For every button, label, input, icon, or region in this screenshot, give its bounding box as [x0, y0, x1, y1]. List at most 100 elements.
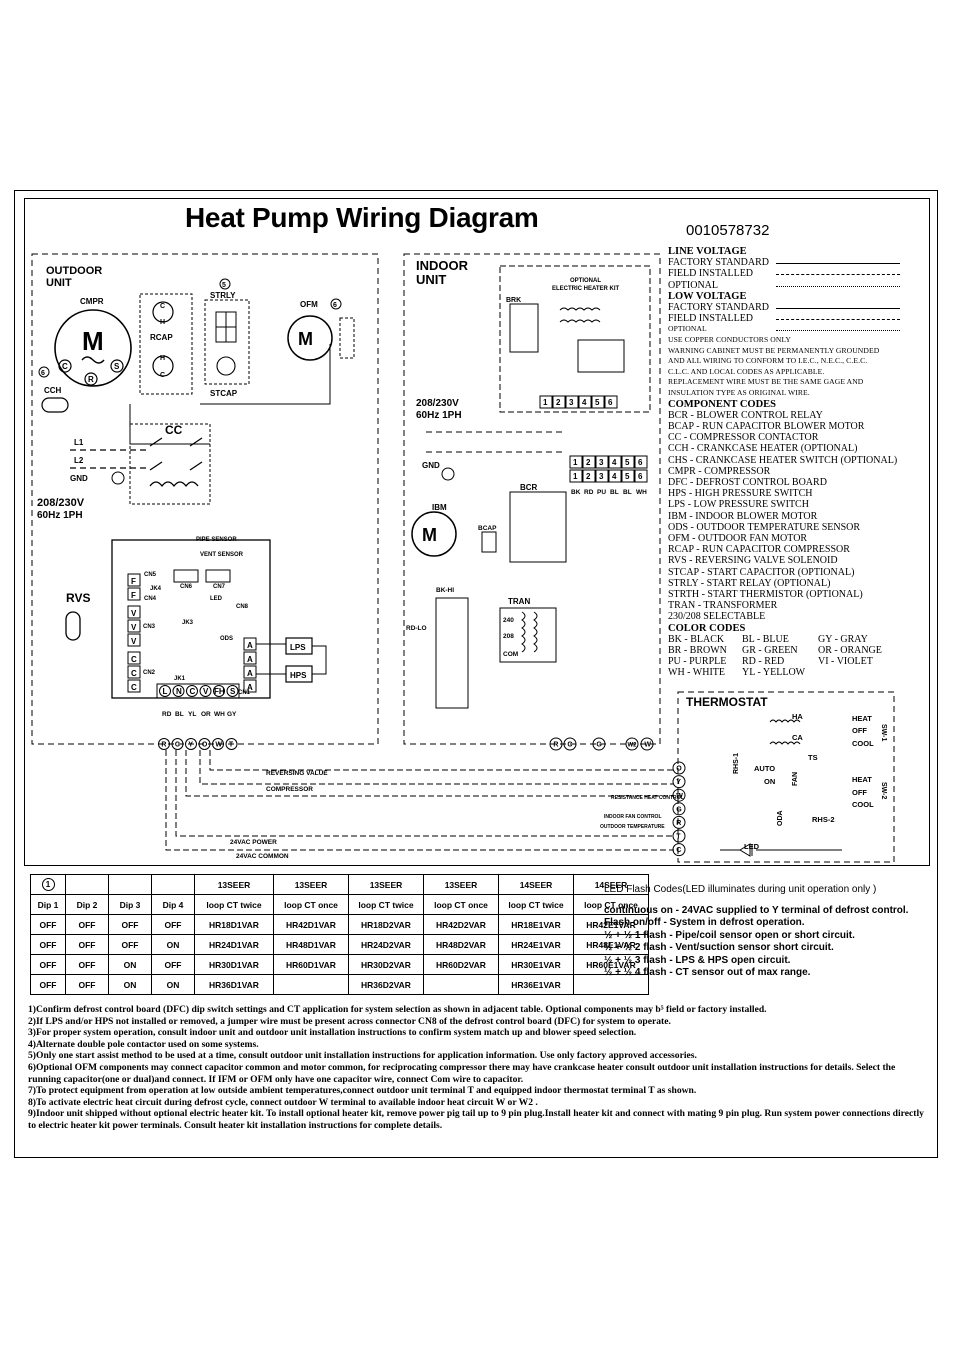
- heater-pin-box: [565, 395, 579, 409]
- thermostat-terminal-ring: [672, 815, 686, 829]
- plug-pin: 2: [586, 472, 591, 481]
- svg-text:CN5: CN5: [144, 572, 157, 578]
- outdoor-unit-boundary: [31, 253, 379, 745]
- component-code: STCAP - START CAPACITOR (OPTIONAL): [668, 566, 855, 578]
- svg-text:HEAT: HEAT: [852, 714, 872, 723]
- svg-text:24VAC POWER: 24VAC POWER: [230, 839, 277, 846]
- cc-box: [129, 423, 211, 505]
- cn1-terminal-ring: [226, 685, 239, 697]
- indoor-terminal-ring: [625, 737, 639, 751]
- plug-pin: 1: [573, 472, 578, 481]
- legend-line-voltage: LINE VOLTAGE: [668, 246, 747, 257]
- component-code: STRLY - START RELAY (OPTIONAL): [668, 577, 831, 589]
- svg-text:240: 240: [503, 617, 514, 624]
- svg-text:CN6: CN6: [180, 584, 193, 590]
- compressor-motor-letter: M: [82, 326, 104, 356]
- plug-pin: 6: [638, 472, 643, 481]
- svg-text:RHS-1: RHS-1: [733, 753, 740, 774]
- plug-pin-box: [595, 469, 609, 483]
- outdoor-terminal-ring: [171, 738, 184, 750]
- outdoor-terminal-ring: [212, 738, 224, 750]
- plug-pin: 1: [573, 458, 578, 467]
- svg-text:CN7: CN7: [213, 584, 226, 590]
- svg-text:R: R: [88, 375, 94, 384]
- thermostat-terminal-ring: [672, 775, 686, 789]
- component-code: 230/208 SELECTABLE: [668, 611, 766, 623]
- color-code: GY - GRAY: [818, 633, 868, 645]
- component-code: CCH - CRANKCASE HEATER (OPTIONAL): [668, 443, 858, 455]
- plug-wire-label: BL: [623, 489, 632, 496]
- indoor-terminal-ring: [563, 737, 577, 751]
- plug-pin: 3: [599, 458, 604, 467]
- outdoor-terminal-ring: [198, 738, 211, 750]
- dip-cell: HR24E1VAR: [498, 934, 574, 955]
- color-code: [818, 667, 900, 678]
- plug-pin: 6: [638, 458, 643, 467]
- svg-text:H: H: [160, 319, 165, 326]
- plug-pin-box: [608, 469, 622, 483]
- svg-text:GND: GND: [422, 461, 440, 470]
- dip-cell: OFF: [151, 914, 195, 935]
- outdoor-terminal: T: [229, 742, 234, 749]
- plug-pin-box: [595, 455, 609, 469]
- color-code: GR - GREEN: [742, 645, 798, 657]
- plug-pin-box: [621, 469, 635, 483]
- component-code: CMPR - COMPRESSOR: [668, 465, 771, 477]
- indoor-power-1: 208/230V: [416, 398, 459, 409]
- dip-ref-mark-text: 1: [41, 878, 55, 891]
- dip-cell: [573, 974, 649, 995]
- svg-text:COOL: COOL: [852, 800, 874, 809]
- thermostat-terminal: C: [676, 847, 681, 854]
- cn1-terminal-ring: [213, 685, 225, 697]
- dip-cell: OFF: [30, 954, 66, 975]
- svg-text:OUTDOOR TEMPERATURE: OUTDOOR TEMPERATURE: [600, 824, 665, 830]
- thermostat-terminal-ring: [672, 802, 686, 816]
- svg-text:6: 6: [41, 370, 45, 377]
- thermostat-terminal: O: [676, 766, 682, 773]
- svg-text:COM: COM: [503, 651, 518, 658]
- svg-text:SW-1: SW-1: [880, 724, 887, 741]
- svg-text:5: 5: [222, 282, 226, 289]
- dip-seer-header: 13SEER: [423, 874, 499, 895]
- svg-text:A: A: [247, 655, 253, 664]
- svg-text:VENT SENSOR: VENT SENSOR: [200, 552, 244, 558]
- svg-text:ODS: ODS: [220, 636, 233, 642]
- dip-cell: HR18E1VAR: [498, 914, 574, 935]
- dip-cell: ON: [108, 954, 152, 975]
- color-code: WH - WHITE: [668, 667, 726, 679]
- svg-text:V: V: [131, 609, 137, 618]
- cn1-terminal: FH: [214, 687, 225, 696]
- compressor-motor: [54, 309, 132, 387]
- heater-pin: 5: [595, 398, 600, 407]
- cmpr-label: CMPR: [80, 297, 104, 306]
- outdoor-fan-motor: [287, 315, 333, 361]
- page-title: Heat Pump Wiring Diagram: [185, 202, 539, 233]
- cn1-wire-label: YL: [188, 711, 196, 718]
- svg-text:RESISTANCE HEAT CONTROL: RESISTANCE HEAT CONTROL: [611, 795, 684, 801]
- cch-label: CCH: [44, 386, 62, 395]
- component-code: ODS - OUTDOOR TEMPERATURE SENSOR: [668, 521, 861, 533]
- cn1-wire-label: WH: [214, 711, 225, 718]
- plug-pin-box: [608, 455, 622, 469]
- dip-column-header: Dip 3: [108, 894, 152, 915]
- thermostat-terminal-ring: [672, 788, 686, 802]
- thermostat-terminal: T: [676, 834, 681, 841]
- dip-cell: HR18D1VAR: [194, 914, 274, 935]
- svg-text:TS: TS: [808, 753, 818, 762]
- svg-text:IBM: IBM: [432, 503, 447, 512]
- heater-pin-box: [552, 395, 566, 409]
- svg-text:H: H: [160, 355, 165, 362]
- svg-text:ODA: ODA: [777, 810, 784, 826]
- dip-column-header: loop CT once: [423, 894, 499, 915]
- thermostat-title: THERMOSTAT: [686, 695, 768, 709]
- indoor-terminal-ring: [592, 737, 606, 751]
- led-flash-codes: LED Flash Codes(LED illuminates during u…: [604, 884, 934, 980]
- svg-text:JK3: JK3: [182, 620, 194, 626]
- plug-pin-box: [582, 469, 596, 483]
- dip-column-header: loop CT twice: [498, 894, 574, 915]
- thermostat-terminal-ring: [672, 829, 686, 843]
- svg-text:L1: L1: [74, 438, 84, 447]
- thermostat-terminal: W: [676, 793, 683, 800]
